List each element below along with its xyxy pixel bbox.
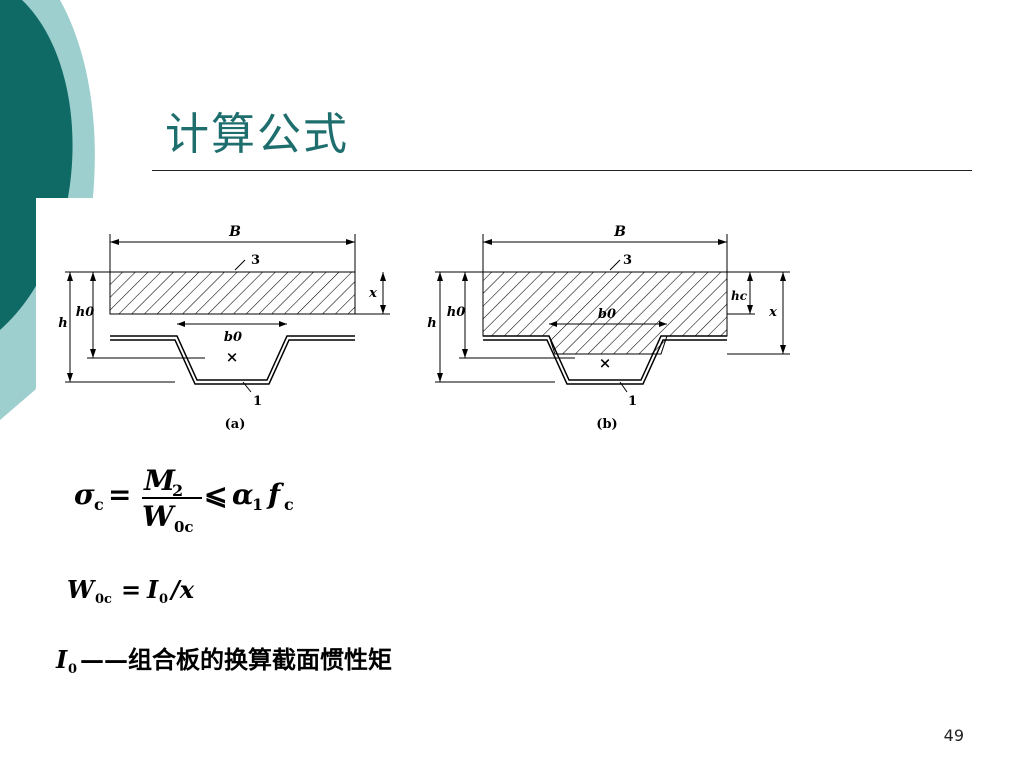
steel-deck-a: [110, 335, 355, 381]
dim-x-b: x: [768, 305, 777, 320]
f-subscript: c: [284, 495, 294, 514]
modulus-I: I: [146, 575, 159, 604]
modulus-divide-x: /x: [169, 575, 195, 604]
centroid-mark-a: ×: [226, 348, 239, 366]
slide-title: 计算公式: [165, 109, 349, 160]
dim-h0-a: h0: [76, 305, 95, 320]
section-modulus-formula: W 0c = I 0 /x: [67, 575, 195, 607]
title-divider: [152, 170, 972, 171]
leq-sign: ⩽: [204, 478, 227, 511]
numerator-M: M: [143, 464, 176, 497]
dim-B-a: B: [228, 224, 241, 240]
dim-h-a: h: [58, 316, 67, 331]
stress-subscript: c: [94, 495, 104, 514]
leader-3-a: 3: [251, 253, 260, 268]
dim-B-b: B: [613, 224, 626, 240]
dim-x-a: x: [368, 286, 377, 301]
caption-a: (a): [225, 417, 246, 432]
steel-deck-b: [483, 335, 727, 381]
modulus-I-subscript: 0: [159, 592, 168, 607]
denominator-subscript: 0c: [174, 518, 194, 536]
page-number: 49: [943, 726, 964, 745]
leader-1-a: 1: [253, 394, 262, 409]
cross-section-figure: B b0 × h h0 x 3 1 (a): [58, 224, 790, 432]
inertia-definition: I 0 ——组合板的换算截面惯性矩: [55, 645, 392, 677]
alpha-subscript: 1: [252, 495, 263, 514]
alpha-symbol: α: [232, 478, 254, 511]
leader-3-b: 3: [623, 253, 632, 268]
inertia-symbol: I: [55, 645, 68, 674]
dim-h-b: h: [427, 316, 436, 331]
centroid-mark-b: ×: [599, 354, 612, 372]
concrete-slab-a: [109, 271, 356, 315]
panel-b: B b0 × h h0 hc x 3 1 (b): [427, 224, 790, 432]
dim-b0-a: b0: [224, 330, 242, 345]
dim-b0-b: b0: [598, 307, 616, 322]
stress-formula: σ c = M 2 W 0c ⩽ α 1 f c: [74, 464, 294, 536]
equals-sign: =: [108, 478, 131, 511]
stress-symbol: σ: [74, 478, 95, 511]
modulus-W-subscript: 0c: [95, 592, 112, 607]
modulus-W: W: [67, 575, 96, 604]
caption-b: (b): [596, 417, 617, 432]
dim-hc-b: hc: [731, 289, 748, 303]
leader-1-b: 1: [628, 394, 637, 409]
numerator-subscript: 2: [172, 481, 183, 500]
dim-h0-b: h0: [447, 305, 466, 320]
denominator-W: W: [142, 500, 176, 533]
f-symbol: f: [266, 478, 285, 511]
panel-a: B b0 × h h0 x 3 1 (a): [58, 224, 390, 432]
inertia-description: ——组合板的换算截面惯性矩: [80, 645, 392, 674]
inertia-subscript: 0: [68, 662, 77, 677]
modulus-equals: =: [121, 575, 141, 604]
